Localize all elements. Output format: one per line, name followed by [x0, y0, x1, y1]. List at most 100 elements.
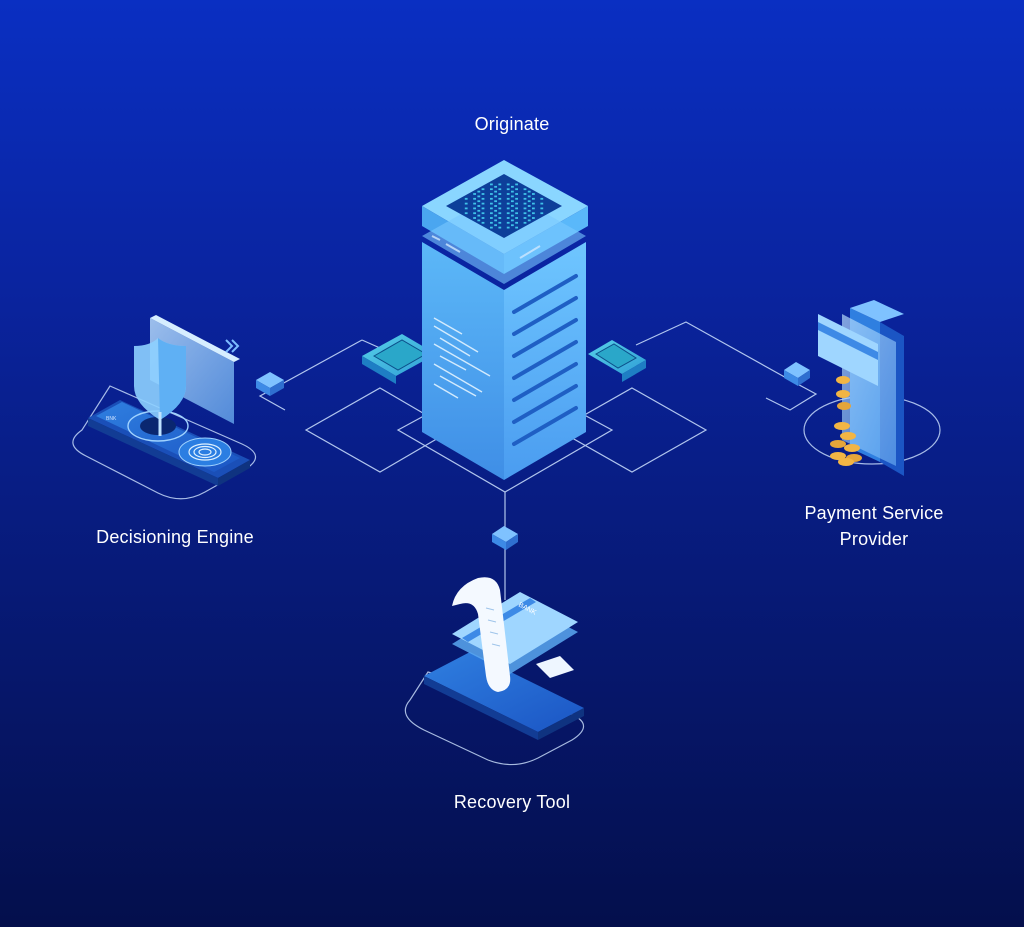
server-grid-dot	[490, 217, 493, 219]
server-grid-dot	[511, 224, 514, 227]
server-grid-dot	[490, 188, 493, 191]
server-grid-dot	[477, 219, 481, 222]
server-grid-dot	[464, 197, 468, 200]
server-grid-dot	[511, 209, 514, 212]
server-grid-dot	[540, 197, 544, 200]
server-grid-dot	[481, 188, 485, 191]
server-grid-dot	[506, 197, 510, 200]
server-grid-dot	[523, 197, 527, 200]
server-grid-dot	[481, 207, 485, 210]
server-grid-dot	[523, 221, 527, 224]
server-tower	[362, 160, 646, 480]
server-grid-dot	[498, 217, 502, 219]
server-grid-dot	[494, 185, 497, 188]
server-grid-dot	[515, 197, 518, 200]
server-grid-dot	[506, 207, 510, 210]
server-grid-dot	[523, 217, 527, 219]
server-grid-dot	[477, 205, 481, 207]
psp-label-line-1: Payment Service	[804, 503, 944, 523]
server-grid-dot	[490, 183, 493, 186]
server-grid-dot	[481, 202, 485, 205]
server-grid-dot	[490, 197, 493, 200]
server-grid-dot	[527, 214, 531, 217]
server-grid-dot	[506, 217, 510, 219]
server-grid-dot	[511, 219, 514, 222]
server-grid-dot	[498, 188, 502, 191]
server-grid-dot	[477, 200, 481, 203]
server-grid-dot	[490, 193, 493, 195]
server-grid-dot	[473, 207, 476, 210]
server-grid-dot	[494, 224, 497, 227]
server-grid-dot	[532, 217, 535, 219]
server-grid-dot	[464, 212, 468, 215]
server-grid-dot	[473, 197, 476, 200]
server-grid-dot	[490, 226, 493, 229]
server-grid-dot	[490, 207, 493, 210]
server-grid-dot	[511, 205, 514, 207]
server-grid-dot	[481, 212, 485, 215]
decisioning-engine-illustration: BNK	[72, 315, 284, 500]
server-grid-dot	[515, 221, 518, 224]
server-grid-dot	[527, 209, 531, 212]
server-grid-dot	[464, 202, 468, 205]
server-grid-dot	[481, 221, 485, 224]
server-grid-dot	[473, 202, 476, 205]
psp-label-line-2: Provider	[839, 529, 909, 549]
server-grid-dot	[527, 200, 531, 203]
server-grid-dot	[481, 197, 485, 200]
server-grid-dot	[473, 217, 476, 219]
server-grid-dot	[511, 195, 514, 198]
svg-text:BNK: BNK	[106, 416, 117, 422]
server-grid-dot	[532, 212, 535, 215]
server-grid-dot	[532, 207, 535, 210]
server-grid-dot	[490, 212, 493, 215]
server-grid-dot	[494, 205, 497, 207]
recovery-tool-label: Recovery Tool	[453, 792, 571, 812]
server-grid-dot	[523, 193, 527, 195]
server-grid-dot	[532, 193, 535, 195]
server-grid-dot	[527, 219, 531, 222]
server-grid-dot	[477, 190, 481, 193]
coin-stack	[830, 376, 862, 466]
server-grid-dot	[477, 195, 481, 198]
server-grid-dot	[527, 190, 531, 193]
server-grid-dot	[464, 207, 468, 210]
server-grid-dot	[523, 202, 527, 205]
server-grid-dot	[498, 212, 502, 215]
server-grid-dot	[511, 200, 514, 203]
server-grid-dot	[481, 217, 485, 219]
server-grid-dot	[511, 185, 514, 188]
server-grid-dot	[515, 226, 518, 229]
server-grid-dot	[506, 212, 510, 215]
server-grid-dot	[494, 219, 497, 222]
server-top-grid	[464, 183, 544, 229]
server-grid-dot	[498, 193, 502, 195]
server-grid-dot	[506, 193, 510, 195]
server-grid-dot	[477, 209, 481, 212]
server-grid-dot	[540, 202, 544, 205]
server-grid-dot	[494, 209, 497, 212]
server-grid-dot	[498, 221, 502, 224]
server-grid-dot	[523, 188, 527, 191]
server-grid-dot	[490, 202, 493, 205]
server-grid-dot	[494, 190, 497, 193]
server-grid-dot	[506, 188, 510, 191]
server-grid-dot	[477, 214, 481, 217]
decisioning-engine-label: Decisioning Engine	[96, 527, 254, 547]
server-grid-dot	[540, 212, 544, 215]
server-grid-dot	[473, 193, 476, 195]
server-grid-dot	[481, 193, 485, 195]
server-grid-dot	[527, 205, 531, 207]
server-grid-dot	[506, 202, 510, 205]
server-grid-dot	[515, 217, 518, 219]
server-grid-dot	[494, 195, 497, 198]
server-grid-dot	[532, 202, 535, 205]
server-grid-dot	[527, 195, 531, 198]
server-grid-dot	[511, 190, 514, 193]
server-grid-dot	[515, 207, 518, 210]
server-grid-dot	[515, 202, 518, 205]
payment-service-provider-label: Payment Service Provider	[776, 500, 972, 552]
server-grid-dot	[498, 226, 502, 229]
server-grid-dot	[540, 207, 544, 210]
